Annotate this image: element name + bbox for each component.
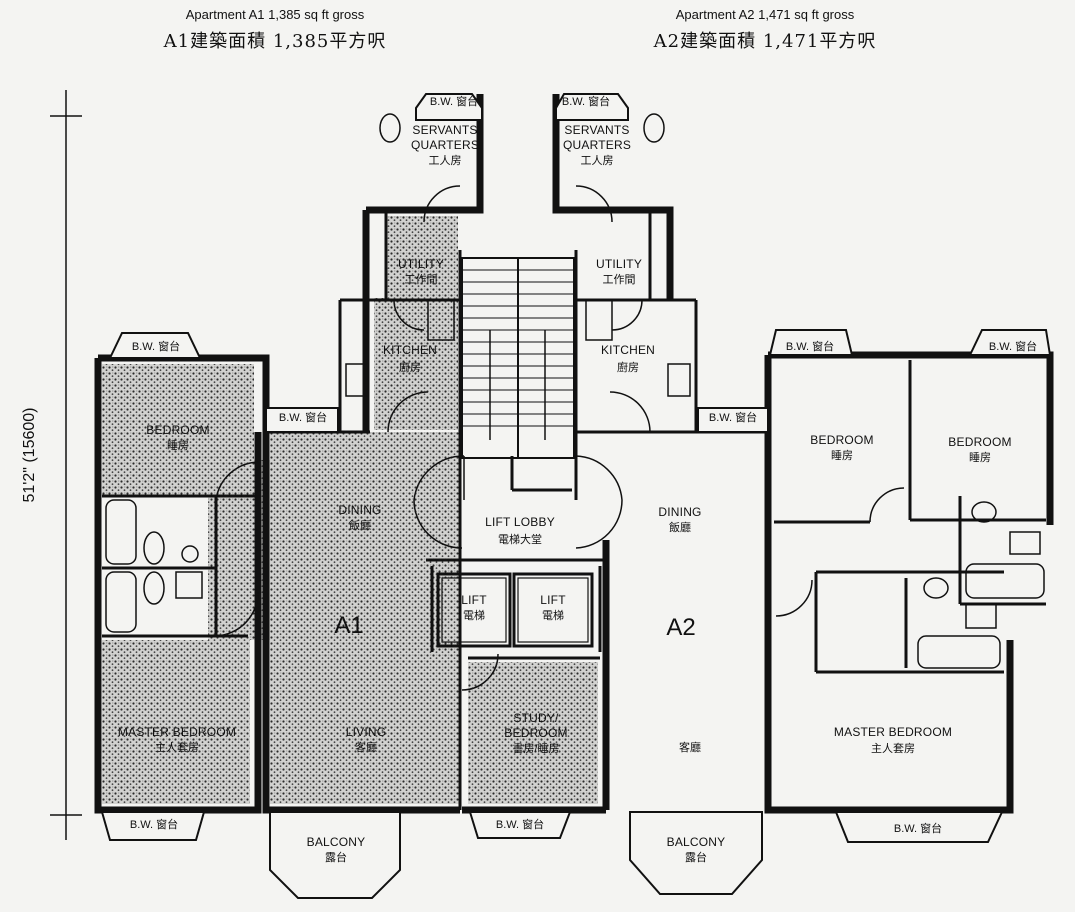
a1-study-label-1: STUDY/ — [513, 711, 559, 725]
bay-window-a2-dining: B.W. 窗台 — [708, 412, 758, 424]
staircase — [461, 257, 575, 459]
bay-window-a2-bed2: B.W. 窗台 — [988, 341, 1038, 353]
a1-bedroom-label: BEDROOM — [146, 423, 210, 437]
a2-servant-label-zh: 工人房 — [580, 155, 614, 167]
bay-window-a2-master: B.W. 窗台 — [893, 823, 943, 835]
a1-utility-label: UTILITY — [397, 257, 445, 271]
a1-living-label-zh: 客廳 — [355, 742, 377, 754]
a1-balcony-label: BALCONY — [306, 835, 366, 849]
a1-living-label: LIVING — [345, 725, 387, 739]
lift-lobby-label: LIFT LOBBY — [485, 515, 555, 529]
lift-lobby-label-zh: 電梯大堂 — [498, 534, 542, 546]
dimension-label: 51'2" (15600) — [21, 407, 38, 503]
bay-window-a1-servant: B.W. 窗台 — [429, 96, 479, 108]
a2-balcony-label: BALCONY — [666, 835, 726, 849]
dimension-line — [50, 90, 82, 840]
a2-bedroom-1-label-zh: 睡房 — [831, 450, 853, 462]
bay-window-a2-bed1: B.W. 窗台 — [785, 341, 835, 353]
a1-study-label-zh: 書房/睡房 — [512, 743, 560, 755]
a1-area-header: Apartment A1 1,385 sq ft gross — [185, 7, 365, 22]
lift-1-label-zh: 電梯 — [463, 610, 485, 622]
a2-servant-label-2: QUARTERS — [562, 138, 632, 152]
unit-a1-mark: A1 — [334, 612, 364, 639]
a1-dining-label-zh: 飯廳 — [349, 520, 371, 532]
a2-master-bedroom-label: MASTER BEDROOM — [833, 725, 953, 739]
unit-a2-mark: A2 — [666, 614, 696, 641]
a2-balcony-label-zh: 露台 — [685, 852, 707, 864]
a1-balcony-label-zh: 露台 — [325, 852, 347, 864]
a2-living-label-zh: 客廳 — [679, 742, 701, 754]
a1-kitchen-label: KITCHEN — [382, 343, 438, 357]
bay-window-a1-bedroom: B.W. 窗台 — [131, 341, 181, 353]
bay-window-a1-study: B.W. 窗台 — [495, 819, 545, 831]
door-swings — [215, 185, 905, 691]
a1-utility-label-zh: 工作間 — [404, 274, 438, 286]
lift-shafts — [436, 572, 594, 648]
bay-windows — [100, 93, 1052, 843]
a1-kitchen-label-zh: 廚房 — [399, 362, 421, 374]
a2-utility-label: UTILITY — [595, 257, 643, 271]
a1-servant-label-zh: 工人房 — [428, 155, 462, 167]
bay-window-a2-servant: B.W. 窗台 — [561, 96, 611, 108]
a2-servant-label-1: SERVANTS — [564, 123, 630, 137]
a2-bedroom-2-label-zh: 睡房 — [969, 452, 991, 464]
a2-area-header-zh: A2建築面積 1,471平方呎 — [653, 31, 877, 52]
a2-utility-label-zh: 工作間 — [602, 274, 636, 286]
interior-walls — [102, 210, 1046, 810]
a1-study-label-2: BEDROOM — [504, 726, 568, 740]
a1-bedroom-label-zh: 睡房 — [167, 440, 189, 452]
a2-master-bedroom-label-zh: 主人套房 — [871, 743, 915, 755]
a2-dining-label: DINING — [658, 505, 702, 519]
lift-2-label: LIFT — [540, 593, 566, 607]
a2-kitchen-label: KITCHEN — [600, 343, 656, 357]
bay-window-a1-master: B.W. 窗台 — [129, 819, 179, 831]
bay-window-a1-dining: B.W. 窗台 — [278, 412, 328, 424]
a2-area-header: Apartment A2 1,471 sq ft gross — [675, 7, 855, 22]
a1-area-header-zh: A1建築面積 1,385平方呎 — [163, 31, 387, 52]
a1-stippled-floor — [102, 216, 598, 804]
a1-servant-label-2: QUARTERS — [410, 138, 480, 152]
lift-1-label: LIFT — [461, 593, 487, 607]
a1-servant-label-1: SERVANTS — [412, 123, 478, 137]
lift-2-label-zh: 電梯 — [542, 610, 564, 622]
a2-bedroom-2-label: BEDROOM — [948, 435, 1012, 449]
balconies — [269, 811, 763, 899]
a2-kitchen-label-zh: 廚房 — [617, 362, 639, 374]
bathroom-fixtures — [105, 113, 1045, 669]
a2-dining-label-zh: 飯廳 — [669, 522, 691, 534]
a1-master-bedroom-label: MASTER BEDROOM — [117, 725, 237, 739]
a2-bedroom-1-label: BEDROOM — [810, 433, 874, 447]
a1-master-bedroom-label-zh: 主人套房 — [155, 742, 199, 754]
a1-dining-label: DINING — [338, 503, 382, 517]
